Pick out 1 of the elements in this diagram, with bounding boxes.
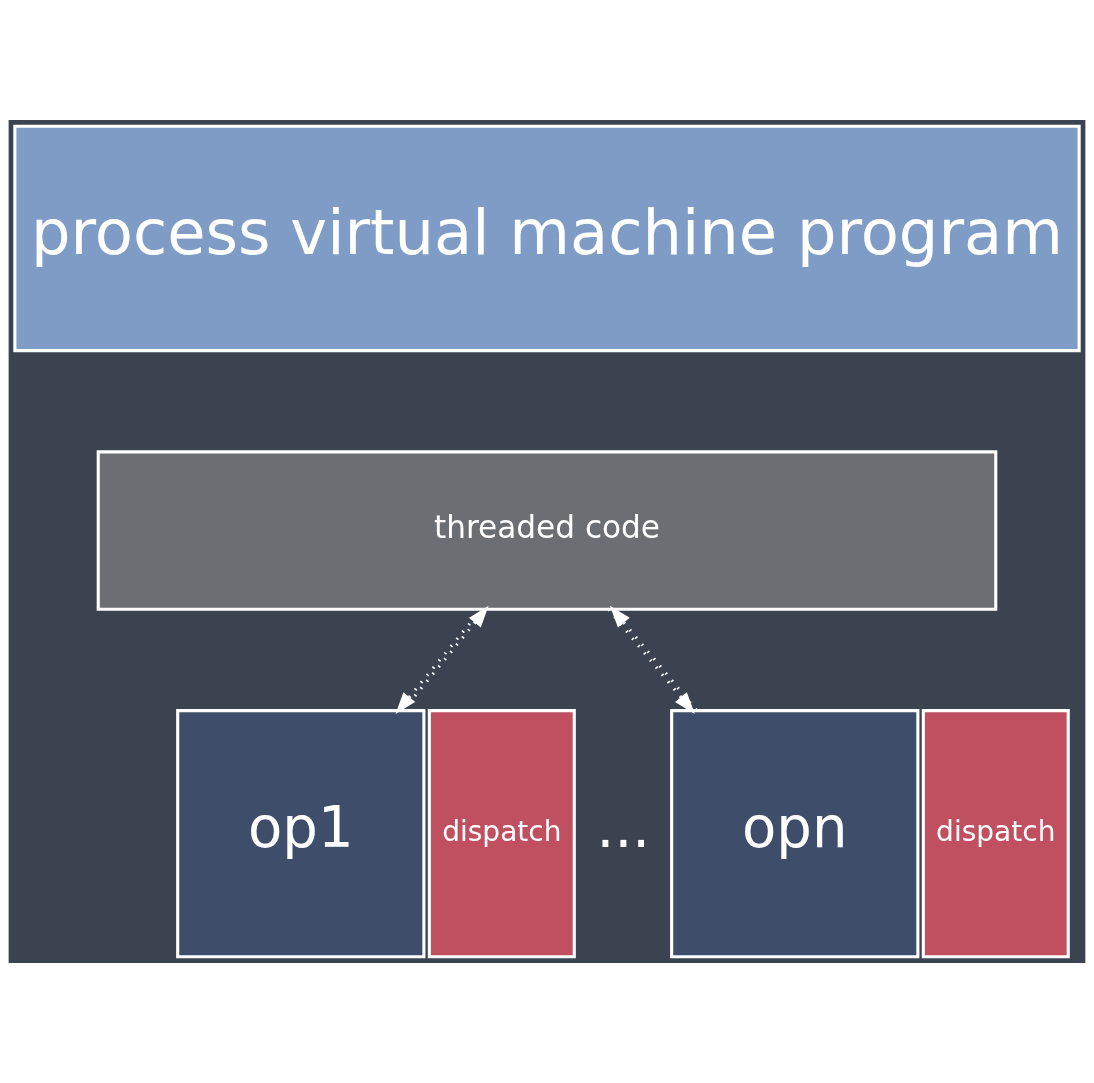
label: ... <box>596 795 651 861</box>
